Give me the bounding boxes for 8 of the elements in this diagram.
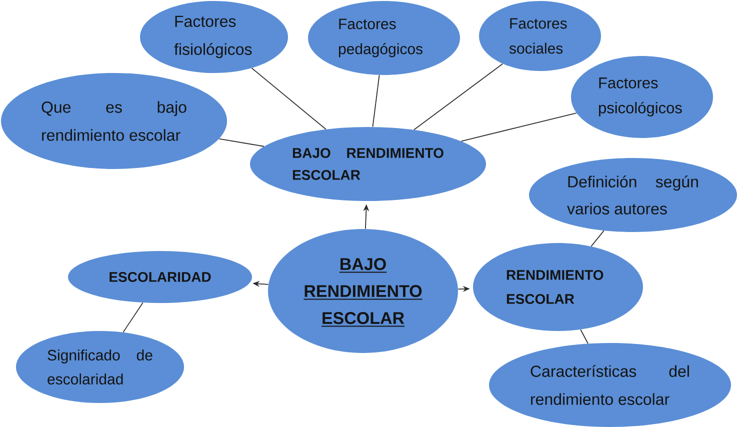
connector-line bbox=[580, 329, 588, 344]
connector-line bbox=[251, 68, 326, 130]
connector-line bbox=[414, 63, 504, 130]
connector-line bbox=[590, 230, 604, 247]
connector-line bbox=[122, 302, 144, 333]
connector-line bbox=[218, 138, 264, 147]
connector-line bbox=[372, 74, 380, 128]
connector-line bbox=[460, 112, 577, 142]
